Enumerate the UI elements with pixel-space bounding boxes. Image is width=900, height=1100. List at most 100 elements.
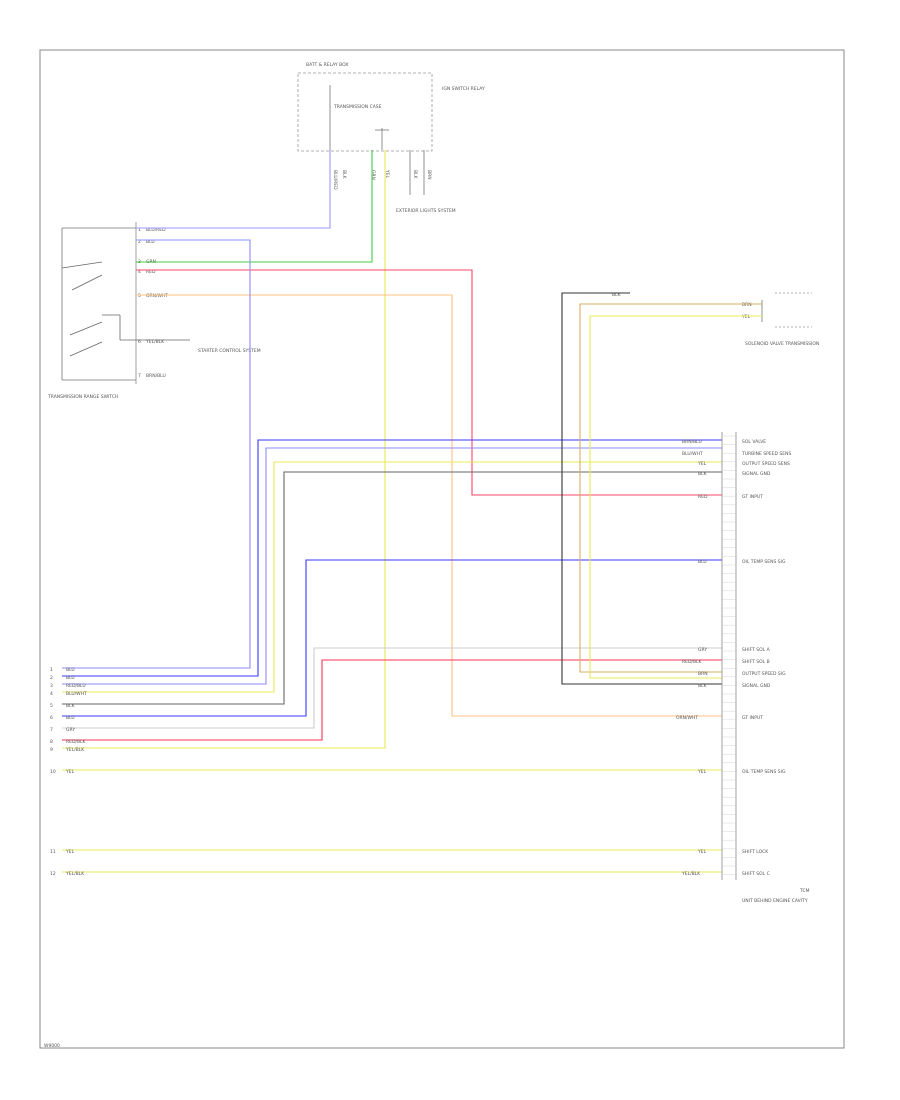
top-component-title: BATT & RELAY BOX xyxy=(306,62,348,68)
left-pin-wire: YEL/BLK xyxy=(65,871,85,877)
switch-contact xyxy=(61,261,103,269)
wire-trace xyxy=(136,269,722,496)
range-switch: TRANSMISSION RANGE SWITCH STARTER CONTRO… xyxy=(47,222,261,400)
top-pin-label: BLU/RED xyxy=(332,170,338,190)
module-pin-label: GT INPUT xyxy=(742,715,763,721)
module-pin-wire: GRY xyxy=(698,647,707,653)
range-pin-num: 5 xyxy=(138,293,141,299)
module-pin-label: SIGNAL GND xyxy=(742,683,771,689)
module-pin-wire: BLU xyxy=(698,559,707,565)
range-pin-wire: YEL/BLK xyxy=(145,339,165,345)
solenoid-top-wire: BLK xyxy=(612,292,622,298)
range-pin-wire: ORN/WHT xyxy=(146,293,168,299)
switch-contact xyxy=(69,321,103,336)
top-component-ground-note: EXTERIOR LIGHTS SYSTEM xyxy=(396,208,456,214)
left-pin-num: 12 xyxy=(50,871,56,877)
switch-contact xyxy=(69,341,103,357)
wire-trace xyxy=(136,294,722,717)
footer-code: W9000 xyxy=(44,1043,60,1049)
wire-trace xyxy=(62,559,722,717)
range-switch-title: TRANSMISSION RANGE SWITCH xyxy=(47,394,118,400)
module-pin-wire: RED/BLK xyxy=(682,659,703,665)
left-pin-num: 7 xyxy=(50,727,53,733)
left-pin-num: 8 xyxy=(50,739,53,745)
left-pin-num: 9 xyxy=(50,747,53,753)
left-pin-wire: BLU xyxy=(66,675,75,681)
range-pin-num: 4 xyxy=(138,269,141,275)
module-pin-wire: RED xyxy=(698,494,708,500)
left-pin-num: 10 xyxy=(50,769,56,775)
module-pin-label: OIL TEMP SENS SIG xyxy=(742,559,786,565)
module-pin-label: SIGNAL GND xyxy=(742,471,771,477)
left-pin-wire: YEL xyxy=(65,769,75,775)
range-pin-num: 6 xyxy=(138,339,141,345)
module-pin-label: GT INPUT xyxy=(742,494,763,500)
range-pin-num: 7 xyxy=(138,373,141,379)
module-pin-label: SHIFT SOL B xyxy=(742,659,770,665)
left-pin-wire: YEL/BLK xyxy=(65,747,85,753)
top-pin-label: GRN xyxy=(370,170,376,180)
wire-trace xyxy=(62,447,722,685)
left-pin-num: 2 xyxy=(50,675,53,681)
left-pin-wire: RED/BLU xyxy=(66,683,86,689)
left-pin-wire: RED/BLK xyxy=(66,739,87,745)
range-switch-note: STARTER CONTROL SYSTEM xyxy=(198,348,261,354)
top-component: BATT & RELAY BOX TRANSMISSION CASE IGN S… xyxy=(297,62,485,214)
module-pin-wire: BLU/WHT xyxy=(682,451,703,457)
left-pin-wire: BLU xyxy=(66,715,75,721)
module-pin-wire: BLK xyxy=(698,683,708,689)
module-pin-label: OUTPUT SPEED SIG xyxy=(742,671,786,677)
wire-trace xyxy=(136,150,331,229)
top-pin-label: BLK xyxy=(412,170,418,180)
module-pin-label: SHIFT SOL A xyxy=(742,647,771,653)
range-pin-wire: BLU xyxy=(146,239,155,245)
module-pin-label: SOL VALVE xyxy=(742,439,766,445)
wire-trace xyxy=(62,471,722,705)
module-pin-wire: BLK xyxy=(698,471,708,477)
wire-trace xyxy=(62,461,722,693)
wire-trace xyxy=(62,647,722,729)
left-pin-num: 3 xyxy=(50,683,53,689)
diagram-frame xyxy=(39,49,845,1049)
left-connector: 1 BLU 2 BLU 3 RED/BLU 4 BLU/WHT 5 BLK 6 … xyxy=(50,667,87,877)
module-pin-wire: ORN/WHT xyxy=(676,715,698,721)
module-pin-label: SHIFT LOCK xyxy=(742,849,769,855)
wire-trace xyxy=(62,150,386,749)
wire-trace xyxy=(589,315,762,679)
module-pin-label: OUTPUT SPEED SENS xyxy=(742,461,790,467)
module-pin-wire: YEL/BLK xyxy=(681,871,701,877)
left-pin-num: 1 xyxy=(50,667,53,673)
range-pin-num: 2 xyxy=(138,239,141,245)
wire-trace xyxy=(136,150,373,263)
top-pin-label: YEL xyxy=(384,169,390,179)
module: TCM UNIT BEHIND ENGINE CAVITY BRN/BLU SO… xyxy=(676,432,810,904)
module-pin-wire: BRN xyxy=(698,671,708,677)
range-pin-num: 1 xyxy=(138,227,141,233)
module-pin-label: TURBINE SPEED SENS xyxy=(741,451,791,457)
solenoid: SOLENOID VALVE TRANSMISSION BRN YEL BLK xyxy=(612,292,819,347)
solenoid-title: SOLENOID VALVE TRANSMISSION xyxy=(745,341,819,347)
left-pin-wire: GRY xyxy=(66,727,75,733)
module-pin-wire: YEL xyxy=(697,461,707,467)
module-title: TCM xyxy=(799,888,810,894)
module-subtitle: UNIT BEHIND ENGINE CAVITY xyxy=(742,898,808,904)
module-pin-label: OIL TEMP SENS SIG xyxy=(742,769,786,775)
top-component-sublabel: TRANSMISSION CASE xyxy=(333,104,382,110)
top-pin-label: BLK xyxy=(341,170,347,180)
range-pin-wire: BRN/BLU xyxy=(146,373,166,379)
wire-trace xyxy=(62,659,722,741)
left-pin-num: 5 xyxy=(50,703,53,709)
switch-contact xyxy=(71,274,103,291)
wire-trace xyxy=(62,239,251,669)
left-pin-wire: YEL xyxy=(65,849,75,855)
range-pin-wire: RED xyxy=(146,269,156,275)
wire-trace xyxy=(561,292,722,685)
left-pin-num: 4 xyxy=(50,691,53,697)
module-pin-wire: BRN/BLU xyxy=(682,439,702,445)
top-component-box xyxy=(297,72,433,152)
top-component-side-note: IGN SWITCH RELAY xyxy=(442,86,485,92)
module-pin-wire: YEL xyxy=(697,849,707,855)
left-pin-num: 6 xyxy=(50,715,53,721)
wire-trace xyxy=(62,439,722,677)
